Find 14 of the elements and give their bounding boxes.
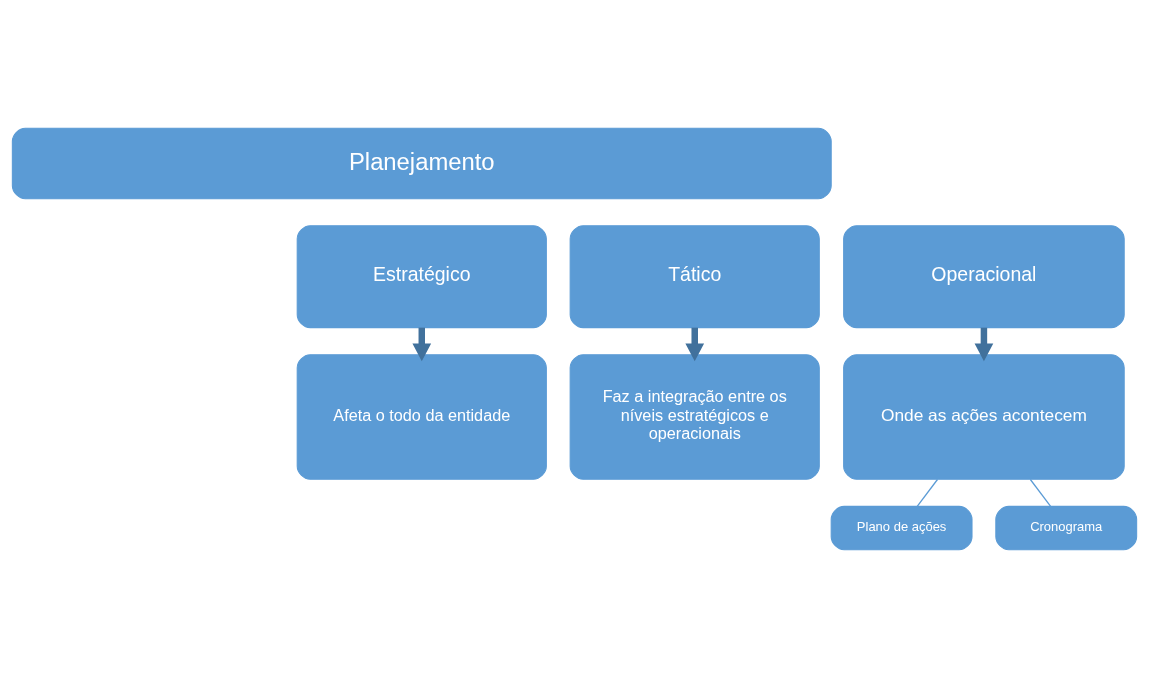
connector [1029,478,1052,507]
node-box: Operacional [843,225,1125,329]
node-box: Afeta o todo da entidade [296,354,547,480]
connector [916,478,939,507]
node-box: Cronograma [995,505,1138,551]
node-box: Tático [569,225,820,329]
arrow [685,327,705,362]
arrow [974,327,994,362]
node-box: Onde as ações acontecem [843,354,1125,480]
node-box: Plano de ações [830,505,973,551]
node-box: Planejamento [11,127,832,200]
arrow [412,327,432,362]
node-box: Faz a integração entre os níveis estratégicos e operacionais [569,354,820,480]
node-box: Estratégico [296,225,547,329]
